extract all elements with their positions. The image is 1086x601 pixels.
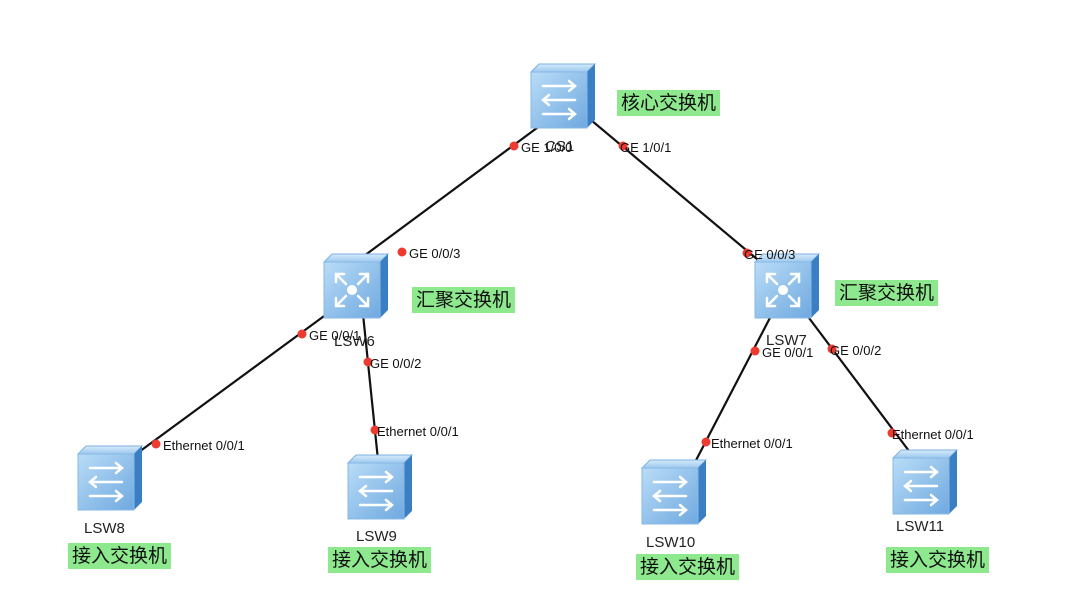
port-dot <box>509 141 519 151</box>
port-label: Ethernet 0/0/1 <box>711 436 793 451</box>
role-label-access: 接入交换机 <box>636 554 740 580</box>
l3-switch-icon <box>322 252 390 320</box>
port-dot <box>701 437 711 447</box>
port-label: Ethernet 0/0/1 <box>163 438 245 453</box>
role-label-access: 接入交换机 <box>886 547 990 573</box>
port-label: Ethernet 0/0/1 <box>892 427 974 442</box>
device-label-lsw11: LSW11 <box>896 518 944 535</box>
role-label-aggregation-left: 汇聚交换机 <box>412 287 516 313</box>
port-dot <box>151 439 161 449</box>
role-label-aggregation-right: 汇聚交换机 <box>835 280 939 306</box>
device-label-lsw6: LSW6 <box>334 333 375 350</box>
device-cs1[interactable] <box>529 62 597 130</box>
device-label-lsw10: LSW10 <box>646 534 695 551</box>
port-dot <box>363 357 373 367</box>
l2-switch-icon <box>529 62 597 130</box>
port-label: GE 0/0/3 <box>744 247 795 262</box>
port-label: GE 0/0/3 <box>409 246 460 261</box>
link-cs1-lsw7[interactable] <box>584 114 771 271</box>
l2-switch-icon <box>891 448 959 516</box>
port-label: GE 0/0/1 <box>309 328 360 343</box>
port-label: GE 0/0/2 <box>370 356 421 371</box>
port-label: Ethernet 0/0/1 <box>377 424 459 439</box>
port-dot <box>750 346 760 356</box>
port-dot <box>827 344 837 354</box>
device-label-lsw8: LSW8 <box>84 520 125 537</box>
l2-switch-icon <box>346 453 414 521</box>
device-lsw9[interactable] <box>346 453 414 521</box>
role-label-access: 接入交换机 <box>328 547 432 573</box>
role-label-core: 核心交换机 <box>617 90 721 116</box>
port-label: GE 1/0/0 <box>521 140 572 155</box>
port-label: GE 0/0/1 <box>762 345 813 360</box>
port-dot <box>397 247 407 257</box>
l2-switch-icon <box>76 444 144 512</box>
l2-switch-icon <box>640 458 708 526</box>
port-dot <box>297 329 307 339</box>
link-lsw6-lsw9[interactable] <box>361 313 380 461</box>
device-label-lsw9: LSW9 <box>356 528 397 545</box>
device-lsw6[interactable] <box>322 252 390 320</box>
port-dot <box>370 425 380 435</box>
device-label-lsw7: LSW7 <box>766 332 807 349</box>
device-lsw7[interactable] <box>753 252 821 320</box>
device-lsw11[interactable] <box>891 448 959 516</box>
device-lsw8[interactable] <box>76 444 144 512</box>
port-dot <box>887 428 897 438</box>
port-label: GE 0/0/2 <box>830 343 881 358</box>
device-lsw10[interactable] <box>640 458 708 526</box>
role-label-access: 接入交换机 <box>68 543 172 569</box>
device-label-cs1: CS1 <box>545 138 574 155</box>
port-dot <box>618 141 628 151</box>
l3-switch-icon <box>753 252 821 320</box>
port-dot <box>742 248 752 258</box>
port-label: GE 1/0/1 <box>620 140 671 155</box>
